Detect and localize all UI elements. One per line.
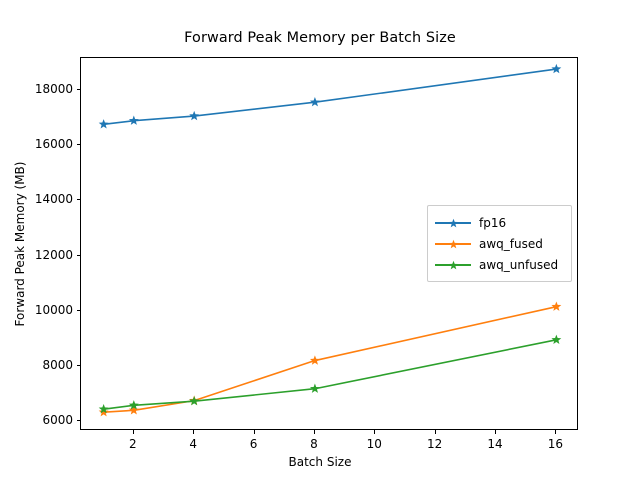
series-line — [102, 305, 558, 414]
y-tick-label: 14000 — [34, 192, 73, 207]
x-tick-mark — [253, 430, 255, 434]
x-tick-label: 4 — [189, 437, 197, 451]
legend: fp16 awq_fused awq_unfused — [427, 205, 572, 282]
y-tick-label: 8000 — [42, 358, 73, 373]
x-tick-mark — [374, 430, 376, 434]
data-point-marker — [309, 355, 320, 365]
y-tick-label: 18000 — [34, 81, 73, 96]
x-tick-label: 12 — [426, 437, 443, 451]
legend-item-fp16[interactable]: fp16 — [435, 212, 563, 233]
legend-item-awq_unfused[interactable]: awq_unfused — [435, 254, 563, 275]
legend-star-icon — [448, 218, 459, 228]
data-point-marker — [128, 405, 139, 415]
x-tick-mark — [313, 430, 315, 434]
x-tick-mark — [193, 430, 195, 434]
data-point-marker — [98, 403, 109, 414]
x-axis-label: Batch Size — [288, 455, 352, 469]
x-tick-label: 8 — [310, 437, 318, 451]
x-tick-mark — [555, 430, 557, 434]
y-tick-mark — [76, 254, 80, 256]
data-point-marker — [309, 97, 320, 107]
x-tick-mark — [495, 430, 496, 434]
x-tick-label: 2 — [128, 437, 137, 451]
plot-area — [80, 57, 578, 430]
data-point-marker — [128, 115, 139, 125]
x-tick-mark — [132, 430, 134, 434]
data-point-marker — [309, 383, 320, 393]
data-point-marker — [98, 119, 109, 129]
x-tick-label: 16 — [547, 437, 563, 451]
chart-title: Forward Peak Memory per Batch Size — [184, 30, 456, 46]
y-tick-label: 6000 — [42, 413, 73, 428]
data-point-marker — [551, 334, 562, 345]
series-awq_fused — [98, 301, 562, 417]
y-tick-mark — [76, 88, 80, 90]
y-tick-mark — [76, 420, 80, 422]
legend-item-awq_fused[interactable]: awq_fused — [435, 233, 563, 254]
data-point-marker — [189, 110, 200, 121]
x-tick-mark — [434, 430, 436, 434]
data-point-marker — [128, 400, 139, 410]
legend-star-icon — [448, 239, 459, 249]
y-tick-mark — [76, 309, 80, 311]
series-fp16 — [98, 63, 562, 129]
y-tick-label: 16000 — [34, 137, 73, 152]
data-point-marker — [551, 301, 562, 311]
data-point-marker — [551, 63, 562, 74]
y-tick-mark — [76, 199, 80, 201]
x-tick-label: 10 — [366, 437, 382, 451]
data-point-marker — [98, 407, 109, 417]
series-line — [102, 68, 558, 126]
y-tick-mark — [76, 365, 80, 367]
y-tick-label: 12000 — [34, 247, 73, 262]
data-point-marker — [189, 395, 200, 406]
legend-star-icon — [448, 260, 459, 270]
x-tick-label: 14 — [487, 437, 503, 451]
legend-label: awq_unfused — [479, 257, 559, 272]
legend-swatch-icon — [435, 258, 471, 272]
legend-swatch-icon — [435, 237, 471, 251]
legend-label: awq_fused — [479, 236, 543, 251]
series-awq_unfused — [98, 334, 562, 414]
y-tick-mark — [76, 144, 80, 146]
series-line — [102, 339, 558, 410]
y-tick-label: 10000 — [34, 302, 73, 317]
legend-label: fp16 — [479, 215, 507, 230]
x-tick-label: 6 — [249, 437, 258, 451]
legend-swatch-icon — [435, 216, 471, 230]
y-axis-label: Forward Peak Memory (MB) — [13, 161, 27, 326]
plot-lines — [98, 63, 562, 417]
